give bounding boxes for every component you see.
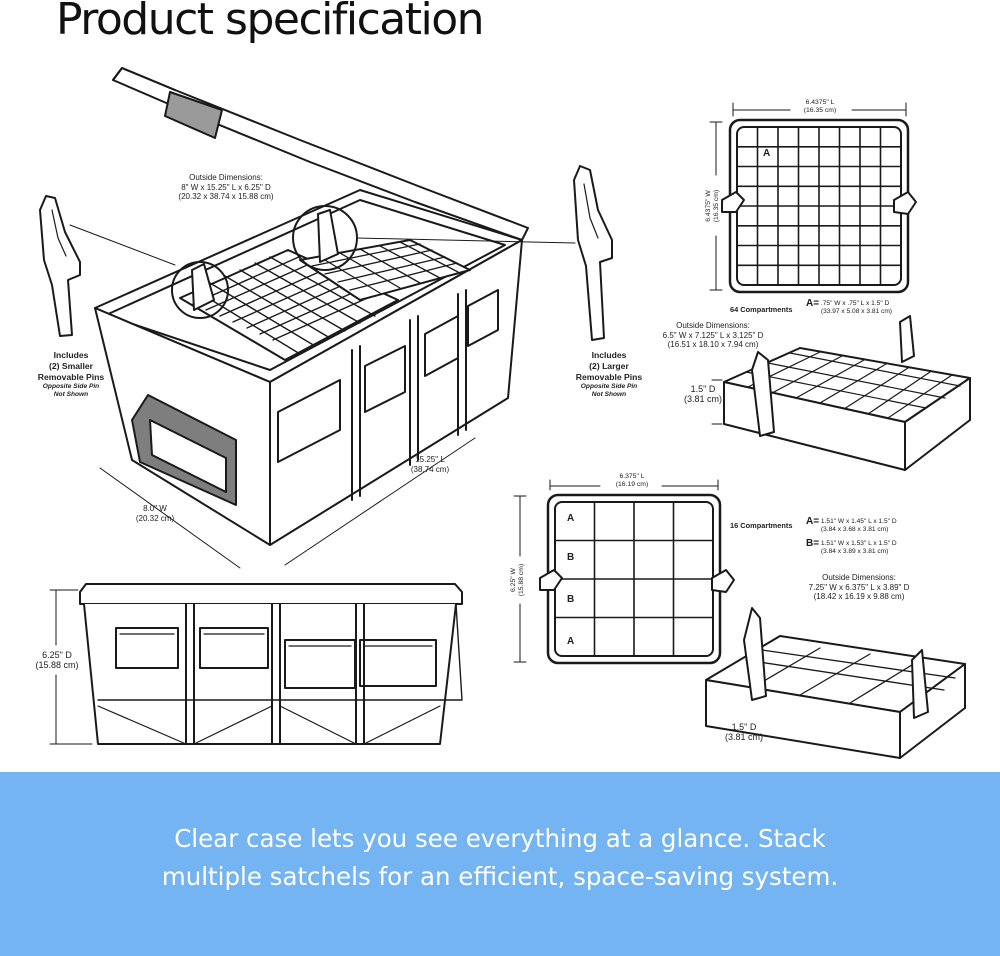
tray64-depth-cm: (3.81 cm) [683,394,722,404]
tray16-a-symbol: A= [806,516,820,527]
pins-large-note1: Opposite Side Pin [580,383,638,390]
pins-small-caption: Includes (2) Smaller Removable Pins Oppo… [26,350,116,399]
tray16-a-dims-cm: (3.84 x 3.68 x 3.81 cm) [820,525,889,533]
tray64-compartments: 64 Compartments [730,305,793,314]
main-width-cm: (20.32 cm) [135,513,175,523]
tray16-b-dims-cm: (3.84 x 3.89 x 3.81 cm) [820,547,889,555]
tray16-3d-view [705,607,966,759]
tray16-length: 6.375" L [619,473,645,480]
tray16-length-cm: (16.19 cm) [615,481,649,488]
caption-line-2: multiple satchels for an efficient, spac… [161,862,839,891]
main-length-label: 15.25" L (38.74 cm) [392,455,468,474]
tray16-outside-line2: (18.42 x 16.19 x 9.88 cm) [813,592,905,601]
pins-large-line2: (2) Larger [589,361,629,371]
tray64-outside-dimensions: Outside Dimensions: 6.5" W x 7.125" L x … [648,321,778,350]
pins-small-note2: Not Shown [53,391,89,398]
pins-small-line1: Includes [53,350,89,360]
main-depth: 6.25" D [42,650,72,660]
caption-banner: Clear case lets you see everything at a … [0,772,1000,956]
pins-large-caption: Includes (2) Larger Removable Pins Oppos… [562,350,656,399]
main-outside-dim-title: Outside Dimensions: [189,173,263,182]
tray16-row-label-3: B [567,594,575,605]
tray64-outside-line2: (16.51 x 18.10 x 7.94 cm) [667,340,759,349]
small-pin-drawing [39,195,81,337]
tray16-row-label-1: A [567,513,575,524]
tray16-row-label-4: A [567,636,575,647]
pins-large-line1: Includes [591,350,627,360]
tray16-outside-line1: 7.25" W x 6.375" L x 3.89" D [808,582,910,592]
main-outside-dim-line1: 8" W x 15.25" L x 6.25" D [181,182,271,192]
main-depth-label: 6.25" D (15.88 cm) [30,650,84,670]
main-width-label: 8.0" W (20.32 cm) [120,504,190,523]
page-title: Product specification [56,0,485,45]
tray64-width: 6.4375" W [705,190,712,222]
tray16-length-label: 6.375" L (16.19 cm) [600,473,664,489]
tray64-cell-label: A [763,148,771,159]
tray16-outside-title: Outside Dimensions: [822,573,896,582]
tray16-a-formula: A= 1.51" W x 1.45" L x 1.5" D (3.84 x 3.… [806,516,897,533]
tray64-depth: 1.5" D [690,384,716,394]
tray16-b-symbol: B= [806,538,820,549]
tray16-b-dims: 1.51" W x 1.53" L x 1.5" D [820,540,897,547]
pins-small-line2: (2) Smaller [49,361,93,371]
tray64-a-dims-cm: (33.97 x 5.08 x 3.81 cm) [820,307,893,315]
main-box-drawing [69,67,576,569]
pins-small-line3: Removable Pins [37,372,105,382]
tray64-3d-view [711,315,971,471]
pins-small-note1: Opposite Side Pin [42,383,100,390]
tray64-a-dims: .75" W x .75" L x 1.5" D [820,300,890,307]
tray64-a-formula: A= .75" W x .75" L x 1.5" D (33.97 x 5.0… [806,298,893,315]
tray64-width-label: 6.4375" W (16.35 cm) [705,161,721,251]
tray16-depth-cm: (3.81 cm) [724,732,763,742]
caption-line-1: Clear case lets you see everything at a … [174,824,826,853]
main-outside-dimensions: Outside Dimensions: 8" W x 15.25" L x 6.… [166,173,286,202]
main-outside-dim-line2: (20.32 x 38.74 x 15.88 cm) [178,192,274,201]
tray64-depth-label: 1.5" D (3.81 cm) [678,384,728,404]
tray16-width-cm: (15.88 cm) [518,563,525,597]
tray16-width: 6.25" W [510,568,517,592]
pins-large-note2: Not Shown [591,391,627,398]
tray64-outside-title: Outside Dimensions: [676,321,750,330]
pins-large-line3: Removable Pins [575,372,643,382]
tray16-row-label-2: B [567,552,575,563]
tray64-length-cm: (16.35 cm) [803,107,837,114]
product-line-drawings [39,67,971,759]
tray16-a-dims: 1.51" W x 1.45" L x 1.5" D [820,518,897,525]
tray64-top-view [709,102,917,294]
tray16-width-label: 6.25" W (15.88 cm) [510,538,526,622]
main-box-side-view [49,583,463,745]
main-depth-cm: (15.88 cm) [35,660,79,670]
tray64-width-cm: (16.35 cm) [713,189,720,223]
tray16-outside-dimensions: Outside Dimensions: 7.25" W x 6.375" L x… [792,573,926,602]
main-length-cm: (38.74 cm) [410,464,450,474]
tray16-top-view [513,479,735,665]
tray16-compartments: 16 Compartments [730,521,793,530]
tray64-outside-line1: 6.5" W x 7.125" L x 3.125" D [662,330,764,340]
tray64-a-symbol: A= [806,298,820,309]
tray16-depth-label: 1.5" D (3.81 cm) [716,722,772,742]
caption-text: Clear case lets you see everything at a … [0,820,1000,896]
tray16-depth: 1.5" D [731,722,757,732]
tray64-length-label: 6.4375" L (16.35 cm) [780,99,860,115]
large-pin-drawing [573,165,613,341]
tray64-length: 6.4375" L [805,99,835,106]
main-length: 15.25" L [415,455,445,464]
main-width: 8.0" W [143,504,167,513]
tray16-b-formula: B= 1.51" W x 1.53" L x 1.5" D (3.84 x 3.… [806,538,897,555]
